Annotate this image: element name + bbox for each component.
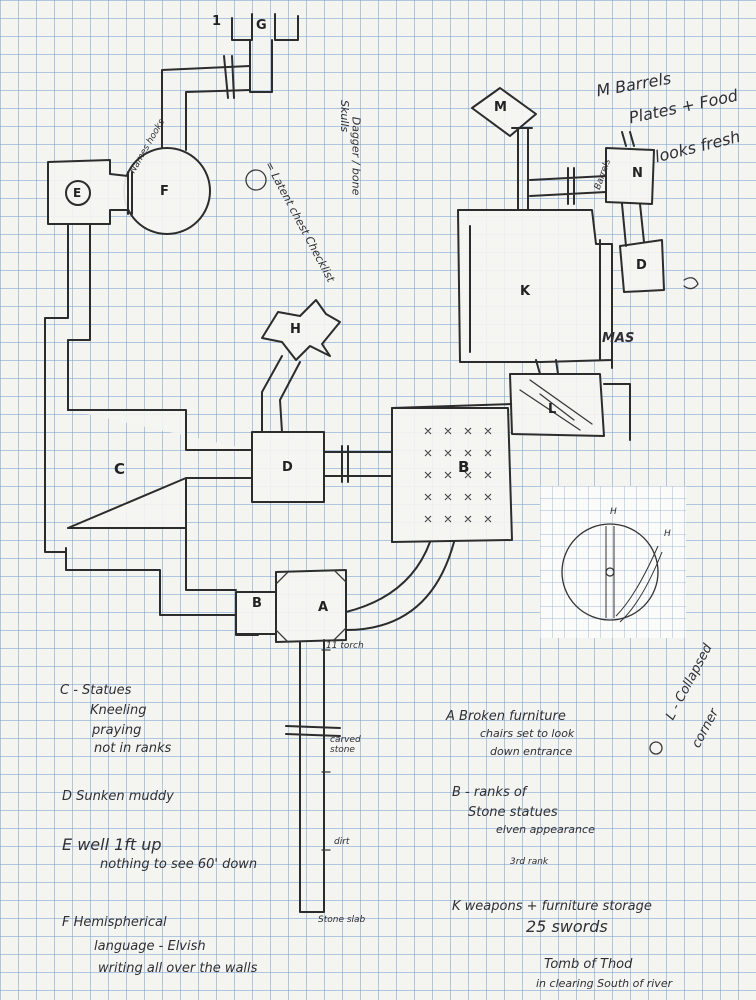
room-a-corners — [275, 569, 347, 643]
room-m-outline — [471, 87, 537, 211]
label-room-c: C — [114, 460, 126, 478]
note-stone-slab: Stone slab — [318, 915, 366, 925]
label-room-g: G — [256, 18, 267, 33]
note-dagger-bone: Dagger / bone — [349, 116, 363, 196]
legend-a-line3: down entrance — [490, 745, 573, 758]
room-n-outline — [529, 131, 655, 205]
room-d2-outline — [619, 203, 665, 293]
label-room-b-small: B — [252, 596, 262, 611]
label-room-f: F — [160, 184, 169, 199]
label-room-h: H — [290, 322, 301, 337]
label-room-b: B — [458, 458, 470, 476]
label-room-d: D — [282, 460, 293, 475]
legend-a-line2: chairs set to look — [480, 727, 575, 740]
note-dirt: dirt — [334, 837, 350, 847]
room-b-outline — [391, 403, 513, 543]
label-room-d2: D — [636, 258, 647, 273]
label-room-a: A — [318, 600, 329, 615]
corridor-south — [285, 639, 341, 913]
legend-k-line1: K weapons + furniture storage — [452, 899, 652, 914]
legend-b-line4: 3rd rank — [510, 857, 549, 867]
legend-d: D Sunken muddy — [62, 789, 174, 804]
label-room-1: 1 — [212, 14, 222, 29]
chest-marker — [245, 169, 267, 191]
note-carved-stone: carved stone — [330, 735, 361, 755]
title-line1: Tomb of Thod — [544, 957, 633, 972]
corridor-b-a — [345, 541, 455, 631]
legend-c-line4: not in ranks — [94, 741, 172, 756]
legend-b-line3: elven appearance — [496, 823, 595, 836]
legend-f-line1: F Hemispherical — [62, 915, 167, 930]
label-room-l: L — [548, 402, 557, 417]
legend-f-line2: language - Elvish — [94, 939, 206, 954]
legend-b-line2: Stone statues — [468, 805, 558, 820]
room-k-outline — [457, 209, 613, 363]
room-e-well — [65, 180, 91, 206]
room-c-outline — [67, 409, 253, 529]
legend-l-marker — [649, 741, 663, 755]
corridor-west — [44, 223, 259, 636]
inset-well-svg — [561, 523, 663, 623]
door-e-f — [127, 171, 133, 215]
room-e-outline — [47, 159, 129, 225]
room-a-outline — [275, 569, 347, 643]
corridor-d-b — [323, 445, 393, 483]
legend-a-line1: A Broken furniture — [446, 709, 566, 724]
label-room-k: K — [520, 284, 531, 299]
arrow-mark — [683, 277, 699, 290]
note-torch: 11 torch — [326, 641, 364, 651]
room-h-outline — [261, 299, 341, 433]
label-room-n: N — [632, 166, 643, 181]
legend-c-line3: praying — [92, 723, 142, 738]
label-room-e: E — [73, 186, 82, 200]
legend-k-line2: 25 swords — [526, 917, 608, 936]
legend-f-line3: writing all over the walls — [98, 961, 258, 976]
legend-c-line1: C - Statues — [60, 683, 132, 698]
legend-c-line2: Kneeling — [90, 703, 147, 718]
room-l-outline — [509, 299, 631, 441]
inset-label-h2: H — [664, 529, 671, 539]
legend-e-line1: E well 1ft up — [62, 835, 162, 854]
room-d-outline — [251, 431, 325, 503]
title-line2: in clearing South of river — [536, 977, 673, 990]
legend-e-line2: nothing to see 60' down — [100, 857, 258, 872]
inset-label-h1: H — [610, 507, 617, 517]
corridor-g-f — [161, 55, 251, 151]
inset-well-diagram: H H — [540, 486, 686, 638]
statue-marks — [424, 427, 492, 523]
note-mas: MAS — [602, 331, 635, 346]
label-room-m: M — [494, 100, 507, 115]
legend-b-line1: B - ranks of — [452, 785, 527, 800]
